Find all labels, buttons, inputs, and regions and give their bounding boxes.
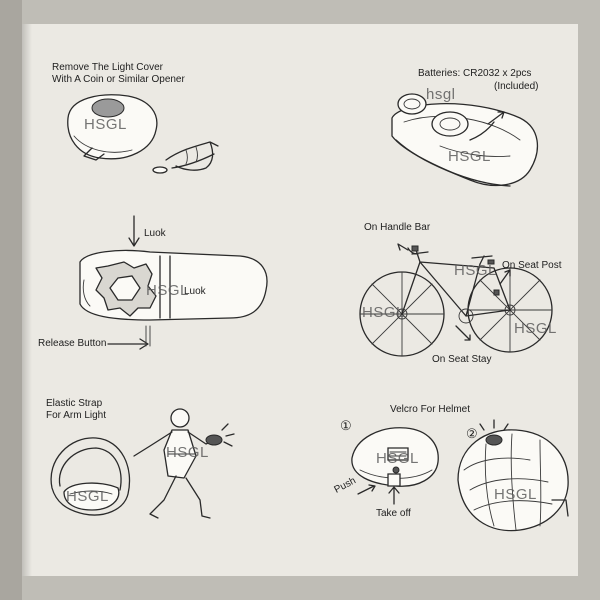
watermark: HSGL bbox=[448, 148, 491, 165]
velcro-helmet-label: Velcro For Helmet bbox=[390, 404, 471, 415]
watermark: HSGL bbox=[146, 282, 189, 299]
seat-post-label: On Seat Post bbox=[502, 260, 562, 271]
take-off-label: Take off bbox=[376, 508, 411, 519]
helmet-velcro-illustration bbox=[352, 428, 438, 504]
step-two-label: ② bbox=[466, 426, 478, 441]
step-one-label: ① bbox=[340, 418, 352, 433]
elastic-strap-label: Elastic Strap For Arm Light bbox=[46, 398, 107, 421]
mount-lock-illustration bbox=[80, 216, 267, 349]
light-cover-illustration bbox=[68, 95, 157, 160]
box-edge bbox=[0, 0, 22, 600]
watermark: HSGL bbox=[166, 444, 209, 461]
watermark: HSGL bbox=[494, 486, 537, 503]
bicycle-illustration bbox=[360, 244, 552, 356]
remove-cover-label: Remove The Light Cover With A Coin or Si… bbox=[52, 62, 185, 85]
release-button-label: Release Button bbox=[38, 338, 107, 349]
paper-shadow bbox=[22, 24, 32, 576]
battery-housing-illustration bbox=[392, 94, 537, 186]
watermark: HSGL bbox=[454, 262, 497, 279]
watermark: HSGL bbox=[362, 304, 405, 321]
seat-stay-label: On Seat Stay bbox=[432, 354, 492, 365]
watermark: HSGL bbox=[66, 488, 109, 505]
watermark: HSGL bbox=[376, 450, 419, 467]
lock-label-inner: Luok bbox=[184, 286, 206, 297]
helmet-illustration bbox=[458, 420, 568, 531]
elastic-strap-illustration bbox=[51, 438, 129, 515]
batteries-included-label: (Included) bbox=[494, 81, 539, 92]
batteries-label: Batteries: CR2032 x 2pcs bbox=[418, 68, 532, 79]
watermark: HSGL bbox=[514, 320, 557, 337]
handle-bar-label: On Handle Bar bbox=[364, 222, 431, 233]
watermark: hsgl bbox=[426, 86, 456, 103]
watermark: HSGL bbox=[84, 116, 127, 133]
runner-illustration bbox=[134, 409, 234, 518]
coin-hand-illustration bbox=[153, 142, 218, 173]
lock-label: Luok bbox=[144, 228, 166, 239]
